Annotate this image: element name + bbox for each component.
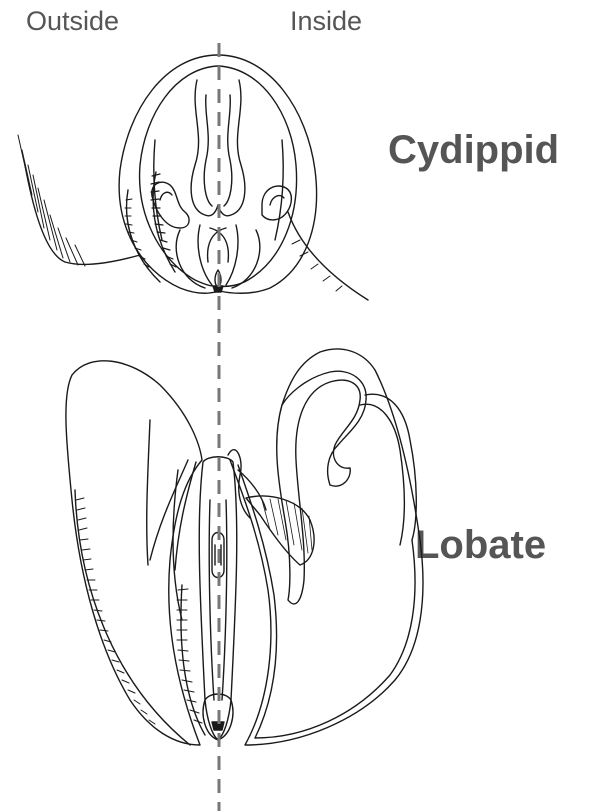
cydippid-illustration xyxy=(18,55,368,300)
lobate-illustration xyxy=(66,349,423,745)
lobate-right-lobe xyxy=(230,349,423,745)
lobate-left-lobe xyxy=(66,361,202,745)
lobate-auricle-tube xyxy=(277,371,366,604)
